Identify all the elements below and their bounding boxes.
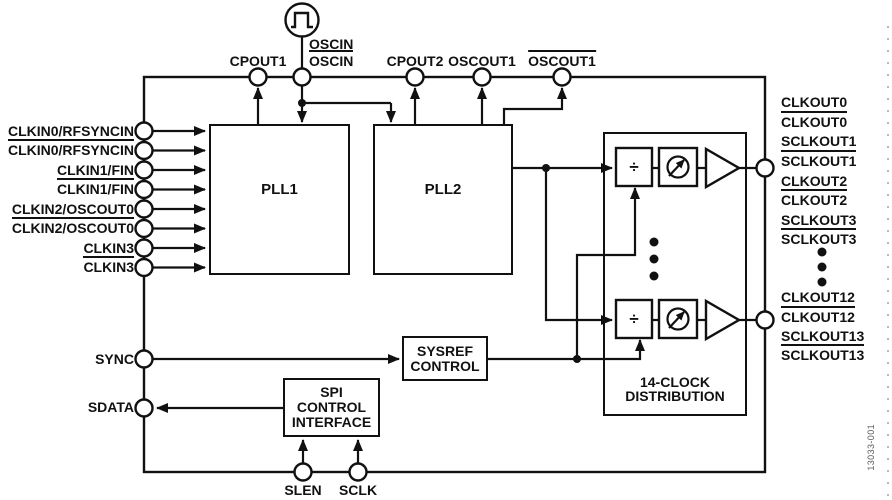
clkin0-pin <box>134 121 154 141</box>
clkin2-label: CLKIN2/OSCOUT0 <box>11 201 134 217</box>
spi-control-interface-block: SPI CONTROL INTERFACE <box>283 378 380 437</box>
sysref-control-block: SYSREF CONTROL <box>402 336 488 381</box>
sclkout1-label: SCLKOUT1 <box>781 133 857 149</box>
pll2-block: PLL2 <box>373 124 513 275</box>
clkout-group1-pin <box>755 158 775 178</box>
clkout12-label: CLKOUT12 <box>781 289 855 305</box>
clkin1-label: CLKIN1/FIN <box>57 162 134 178</box>
clkin3b-pin <box>134 257 154 278</box>
divider-box-2 <box>614 298 654 340</box>
clkin3-b-label: CLKIN3 <box>83 256 134 275</box>
sclkout13-b-label: SCLKOUT13 <box>781 344 865 363</box>
clkin2b-pin <box>134 218 154 239</box>
slen-pin <box>293 462 313 482</box>
sclkout1-b-label: SCLKOUT1 <box>781 150 857 169</box>
sdata-label: SDATA <box>87 399 134 415</box>
clkin1b-pin <box>134 179 154 200</box>
clkin2-b-label: CLKIN2/OSCOUT0 <box>11 217 134 236</box>
clock-channel-1 <box>614 146 742 190</box>
sclk-pin <box>348 462 368 482</box>
clkin0-label: CLKIN0/RFSYNCIN <box>7 123 134 139</box>
distribution-label-line2: DISTRIBUTION <box>625 388 725 404</box>
clkin1-b-label: CLKIN1/FIN <box>57 178 134 197</box>
clock-channel-2 <box>614 298 742 342</box>
oscout1-b-pin-label: OSCOUT1 <box>528 50 596 69</box>
clkout2-label: CLKOUT2 <box>781 173 848 189</box>
page-edge-dotted-rule <box>887 26 889 500</box>
spi-label-line2: CONTROL <box>296 399 367 415</box>
oscout1b-wire <box>502 87 567 124</box>
sync-pin <box>134 349 154 369</box>
junction-dots <box>298 99 581 363</box>
spi-label-line3: INTERFACE <box>291 414 372 430</box>
clock-distribution-block: 14-CLOCK DISTRIBUTION <box>603 132 747 416</box>
clkout0-label: CLKOUT0 <box>781 94 848 110</box>
clkin3-label: CLKIN3 <box>83 240 134 256</box>
cpout1-pin-label: CPOUT1 <box>229 53 287 69</box>
sclk-label: SCLK <box>338 482 378 498</box>
pll1-label: PLL1 <box>261 181 298 198</box>
pin-circles <box>134 67 775 482</box>
distribution-label-line1: 14-CLOCK <box>639 374 710 390</box>
clkin0b-pin <box>134 140 154 161</box>
oscin-pin-label: OSCIN <box>309 36 354 52</box>
oscin-b-pin-label: OSCIN <box>309 50 354 69</box>
divider-box-1 <box>614 146 654 188</box>
buffer-icon <box>704 298 742 342</box>
sclkout13-label: SCLKOUT13 <box>781 328 865 344</box>
phase-icon <box>666 307 690 331</box>
figure-number: 13033-001 <box>866 424 876 471</box>
distribution-label: 14-CLOCK DISTRIBUTION <box>605 375 745 403</box>
sdata-pin <box>134 398 154 418</box>
sysref-to-divider1-wire <box>575 187 640 359</box>
slen-label: SLEN <box>284 482 322 498</box>
ellipsis-dots-distribution <box>649 237 659 281</box>
oscout1-pin-label: OSCOUT1 <box>448 53 516 69</box>
phase-icon <box>666 155 690 179</box>
oscin-pin <box>292 67 312 87</box>
sysref-label-line1: SYSREF <box>416 342 473 359</box>
pll1-block: PLL1 <box>209 124 350 275</box>
wiring <box>152 36 757 463</box>
divider-symbol-2: ÷ <box>629 309 639 329</box>
clkout12-b-label: CLKOUT12 <box>781 306 855 325</box>
clkin3-pin <box>134 238 154 258</box>
buffer-icon <box>704 146 742 190</box>
divider-symbol-1: ÷ <box>629 157 639 177</box>
clkout-group2-pin <box>755 310 775 330</box>
sclkout3-b-label: SCLKOUT3 <box>781 228 857 247</box>
clkin1-pin <box>134 160 154 180</box>
sync-label: SYNC <box>95 351 134 367</box>
clkout2-b-label: CLKOUT2 <box>781 189 848 208</box>
pll2-label: PLL2 <box>424 181 462 198</box>
oscout1-pin <box>472 67 492 87</box>
spi-label-line1: SPI <box>320 384 343 400</box>
pll2-to-divider2-wire <box>544 168 613 325</box>
sclkout3-label: SCLKOUT3 <box>781 212 857 228</box>
sysref-label-line2: CONTROL <box>410 357 480 374</box>
oscout1b-pin <box>552 67 572 87</box>
oscillator-icon <box>284 2 320 38</box>
cpout1-pin <box>248 67 268 87</box>
clkout0-b-label: CLKOUT0 <box>781 111 848 130</box>
cpout2-pin <box>405 67 425 87</box>
sysref-to-divider2-wire <box>488 339 645 361</box>
ellipsis-dots-outputs <box>817 247 827 287</box>
clkin0-b-label: CLKIN0/RFSYNCIN <box>7 139 134 158</box>
clkin2-pin <box>134 199 154 219</box>
cpout2-pin-label: CPOUT2 <box>386 53 444 69</box>
